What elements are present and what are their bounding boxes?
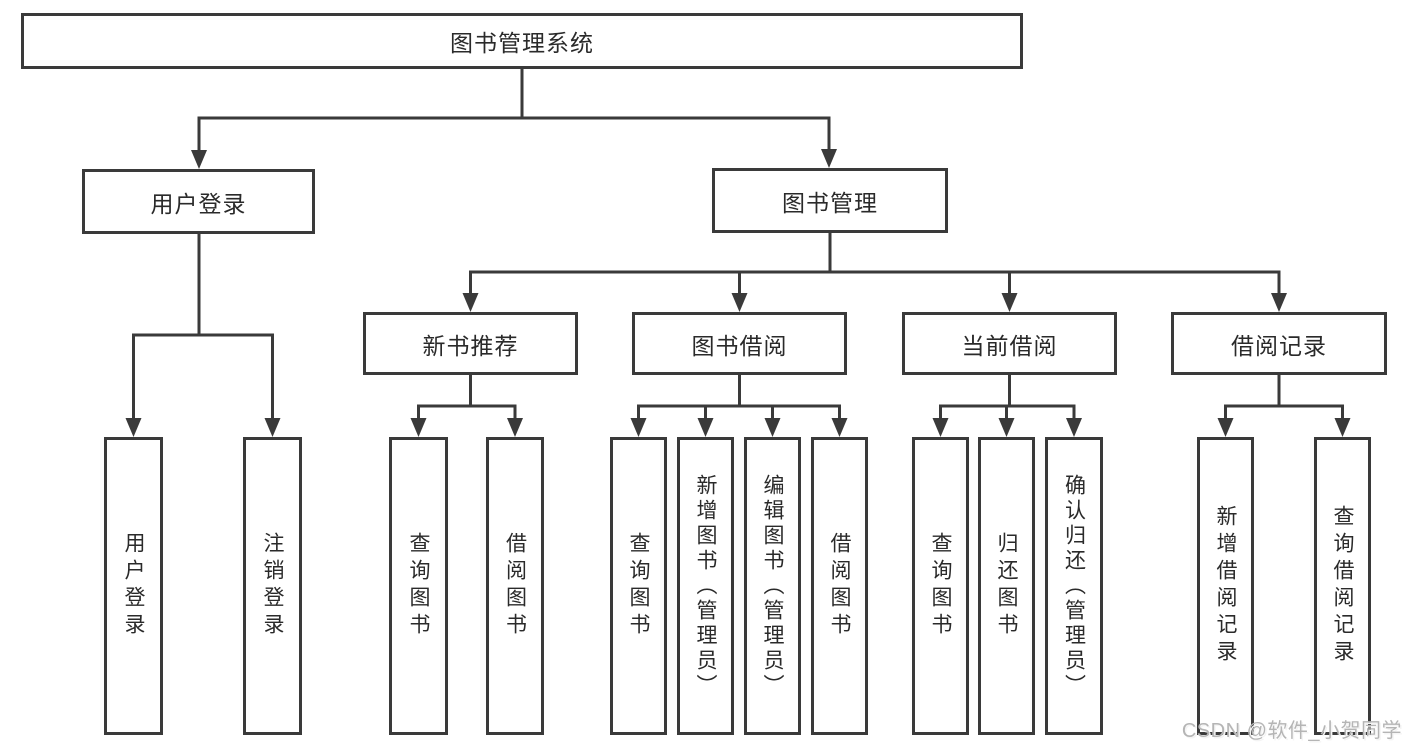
leaf-borrow-books-1-label: 借阅图书	[503, 532, 527, 640]
leaf-query-books-2-label: 查询图书	[627, 532, 650, 640]
leaf-query-borrow-record-label: 查询借阅记录	[1331, 505, 1354, 667]
leaf-user-login-label: 用户登录	[122, 532, 145, 640]
leaf-return-books-label: 归还图书	[995, 532, 1018, 640]
leaf-return-books: 归还图书	[978, 437, 1035, 735]
leaf-add-books-admin-label: 新增图书（管理员）	[694, 473, 717, 699]
leaf-user-login: 用户登录	[104, 437, 163, 735]
node-borrow-records-label: 借阅记录	[1231, 332, 1327, 359]
node-book-management-label: 图书管理	[782, 189, 878, 216]
node-new-book-recommend: 新书推荐	[363, 312, 578, 375]
node-new-book-recommend-label: 新书推荐	[422, 332, 519, 359]
leaf-query-borrow-record: 查询借阅记录	[1314, 437, 1371, 735]
leaf-edit-books-admin-label: 编辑图书（管理员）	[761, 473, 784, 699]
leaf-borrow-books-2-label: 借阅图书	[828, 532, 851, 640]
csdn-watermark: CSDN @软件_小贺同学	[1181, 720, 1402, 742]
leaf-add-books-admin: 新增图书（管理员）	[677, 437, 734, 735]
leaf-query-books-3: 查询图书	[912, 437, 969, 735]
node-borrow-records: 借阅记录	[1171, 312, 1387, 375]
node-user-login: 用户登录	[82, 169, 315, 234]
node-library-system-label: 图书管理系统	[450, 30, 594, 56]
leaf-confirm-return-admin-label: 确认归还（管理员）	[1062, 473, 1086, 699]
node-user-login-label: 用户登录	[150, 190, 247, 217]
leaf-confirm-return-admin: 确认归还（管理员）	[1045, 437, 1103, 735]
leaf-borrow-books-2: 借阅图书	[811, 437, 868, 735]
leaf-add-borrow-record: 新增借阅记录	[1197, 437, 1254, 735]
leaf-add-borrow-record-label: 新增借阅记录	[1214, 505, 1237, 667]
node-current-borrow: 当前借阅	[902, 312, 1117, 375]
node-library-system: 图书管理系统	[21, 13, 1023, 69]
node-book-borrow-label: 图书借阅	[691, 332, 788, 359]
leaf-query-books-1: 查询图书	[389, 437, 448, 735]
leaf-borrow-books-1: 借阅图书	[486, 437, 544, 735]
node-book-management: 图书管理	[712, 168, 948, 233]
node-current-borrow-label: 当前借阅	[961, 332, 1058, 359]
leaf-query-books-2: 查询图书	[610, 437, 667, 735]
leaf-query-books-3-label: 查询图书	[929, 532, 952, 640]
leaf-logout: 注销登录	[243, 437, 302, 735]
leaf-logout-label: 注销登录	[261, 532, 284, 640]
node-book-borrow: 图书借阅	[632, 312, 847, 375]
leaf-edit-books-admin: 编辑图书（管理员）	[744, 437, 801, 735]
leaf-query-books-1-label: 查询图书	[407, 532, 430, 640]
